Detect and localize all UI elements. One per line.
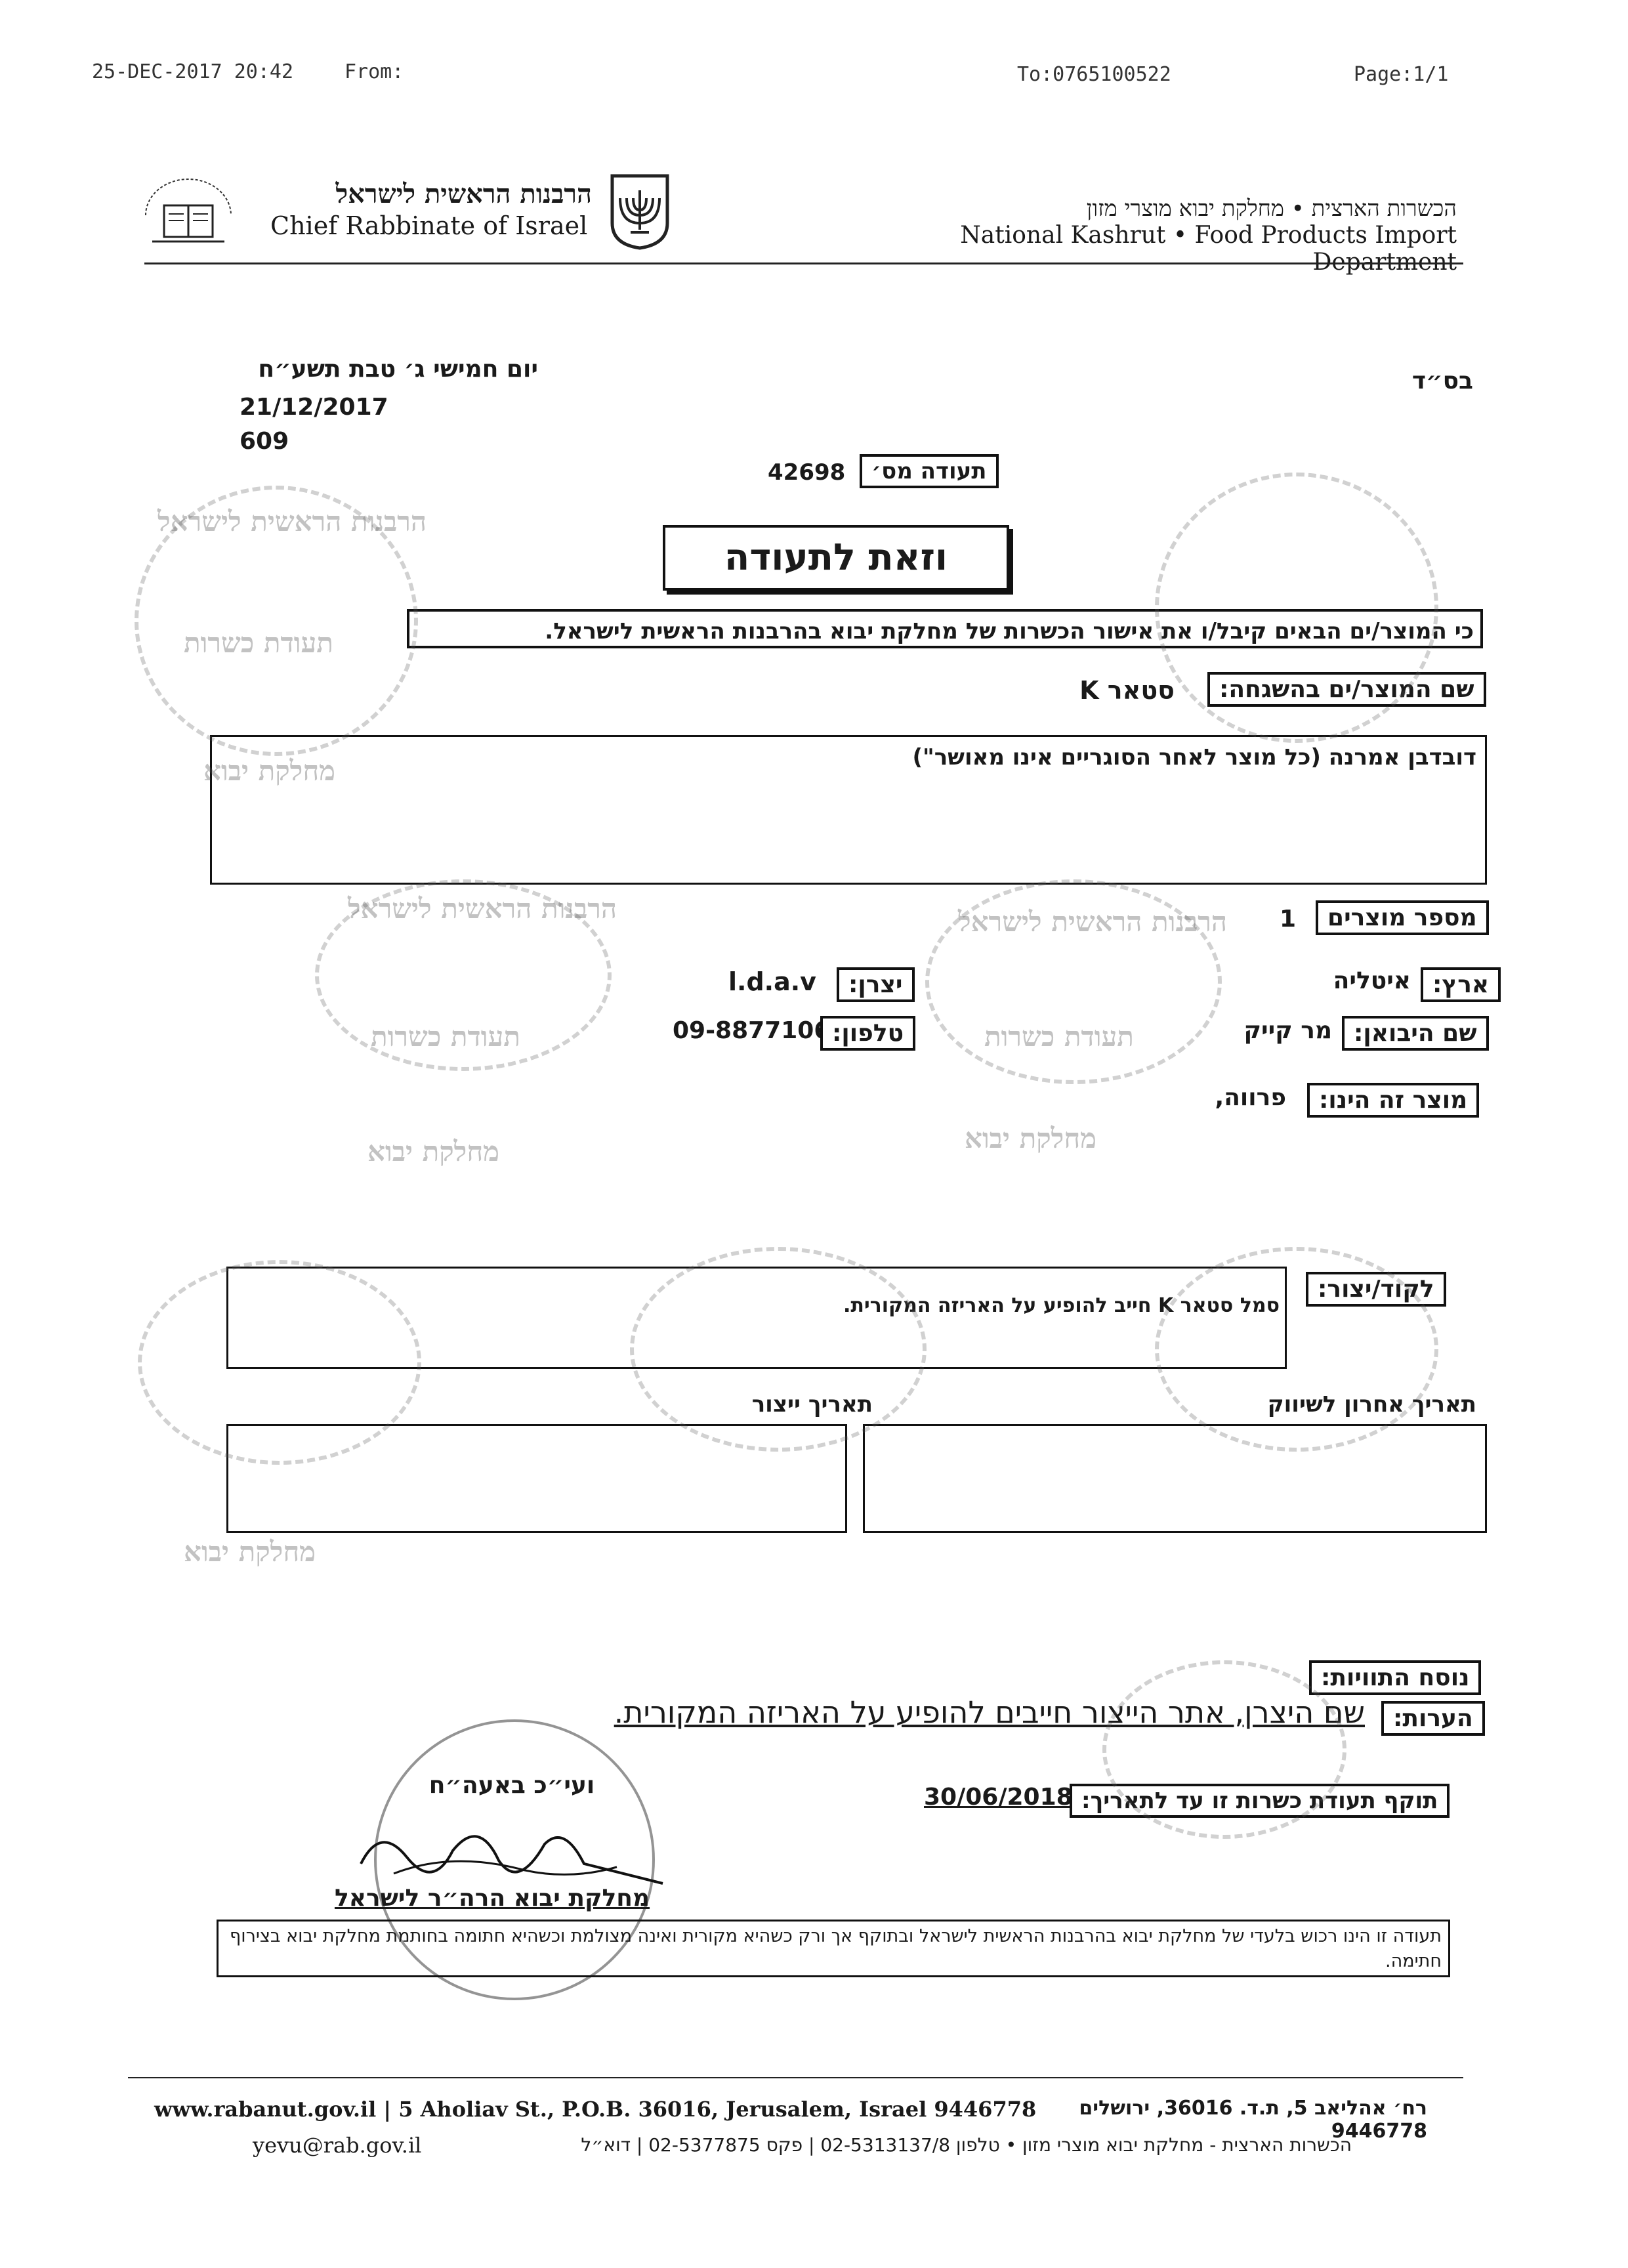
gregorian-date: 21/12/2017 [240, 394, 388, 421]
country-value: איטליה [1333, 967, 1411, 994]
header-rule [144, 262, 1463, 264]
notes-label: הערות: [1381, 1701, 1485, 1736]
kashrut-stamp-faint [925, 879, 1222, 1084]
product-type-value: פרווה, [1215, 1084, 1286, 1111]
footer-rule [128, 2077, 1463, 2078]
kashrut-stamp-faint [630, 1247, 927, 1452]
product-type-label: מוצר זה הינו: [1307, 1083, 1480, 1118]
certificate-title: וזאת לתעודה [663, 525, 1009, 591]
footer-contact-hebrew: הכשרות הארצית - מחלקת יבוא מוצרי מזון • … [581, 2134, 1352, 2156]
stamp-top-text: הרבנות הראשית לישראל [348, 892, 617, 925]
signature-line: מחלקת יבוא הרה״ר לישראל [334, 1885, 650, 1912]
signature-note: ועי״כ באעה״ח [428, 1772, 595, 1799]
validity-date: 30/06/2018 [924, 1784, 1073, 1811]
fax-page: Page:1/1 [1354, 63, 1449, 86]
footer-address-hebrew: רח׳ אהליאב 5, ת.ד. 36016, ירושלים 944677… [1079, 2097, 1427, 2143]
manufacturer-label: יצרן: [837, 967, 915, 1002]
stamp-bottom-text: תעודת כשרות [984, 1020, 1134, 1053]
product-names-value: סטאר K [1079, 676, 1175, 705]
fax-datetime: 25-DEC-2017 20:42 [92, 60, 294, 83]
handwritten-signature [354, 1811, 669, 1903]
stamp-dept-text: מחלקת יבוא [203, 755, 336, 787]
product-count-label: מספר מוצרים [1316, 900, 1489, 935]
stamp-dept-text: מחלקת יבוא [367, 1135, 500, 1167]
stamp-top-text: הרבנות הראשית לישראל [157, 505, 427, 537]
phone-label: טלפון: [820, 1016, 916, 1051]
stamp-dept-text: מחלקת יבוא [965, 1122, 1097, 1154]
phone-value: 09-8877106 [673, 1017, 831, 1044]
fax-to: To:0765100522 [1017, 63, 1171, 86]
certificate-number-label: תעודה מס׳ [860, 454, 999, 488]
bsd-mark: בס״ד [1411, 368, 1473, 394]
stamp-bottom-text: תעודת כשרות [371, 1020, 520, 1053]
product-details-box [210, 735, 1487, 885]
labels-text-label: נוסח התוויות: [1309, 1660, 1482, 1695]
dept-hebrew: הכשרות הארצית • מחלקת יבוא מוצרי מזון [1086, 196, 1457, 222]
importer-value: מר קייק [1243, 1017, 1332, 1044]
fax-from: From: [344, 60, 404, 83]
stamp-top-text: הרבנות הראשית לישראל [958, 906, 1228, 938]
product-count: 1 [1280, 906, 1297, 933]
org-english: Chief Rabbinate of Israel [270, 211, 588, 240]
disclaimer: תעודה זו הינו רכוש בלעדי של מחלקת יבוא ב… [217, 1920, 1450, 1977]
reference-number: 609 [240, 428, 289, 455]
kashrut-stamp-faint [1155, 1247, 1438, 1452]
kashrut-stamp-faint [138, 1260, 421, 1465]
rabbinate-seal-logo [139, 176, 238, 255]
footer-address-english: www.rabanut.gov.il | 5 Aholiav St., P.O.… [154, 2097, 1037, 2122]
manufacturer-value: l.d.a.v [728, 967, 816, 996]
hebrew-date: יום חמישי ג׳ טבת תשע״ח [258, 356, 538, 383]
org-hebrew: הרבנות הראשית לישראל [335, 178, 592, 209]
dept-english: National Kashrut • Food Products Import … [960, 222, 1457, 276]
official-round-stamp [374, 1719, 655, 2000]
product-details-text: דובדבן אמרנה (כל מוצר לאחר הסוגריים אינו… [912, 744, 1476, 770]
country-label: ארץ: [1421, 967, 1501, 1002]
production-date-box [226, 1424, 847, 1533]
last-marketing-date-box [863, 1424, 1487, 1533]
importer-label: שם היבואן: [1342, 1016, 1489, 1051]
footer-email: yevu@rab.gov.il [253, 2133, 422, 2158]
kashrut-stamp-faint [315, 879, 612, 1071]
kashrut-stamp-faint [1155, 472, 1438, 743]
stamp-bottom-text: תעודת כשרות [184, 627, 333, 659]
kashrut-stamp-faint [1102, 1660, 1346, 1839]
kashrut-stamp-faint [135, 486, 418, 756]
menorah-emblem-icon [607, 172, 673, 251]
stamp-dept-text: מחלקת יבוא [184, 1536, 316, 1568]
certificate-number: 42698 [768, 459, 846, 486]
